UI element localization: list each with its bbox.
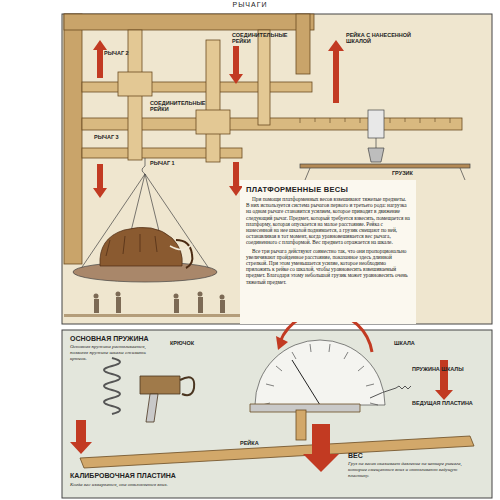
lever-rack xyxy=(80,404,474,468)
sliding-weight-part xyxy=(300,164,470,168)
part-label: СОЕДИНИТЕЛЬНЫЕ РЕЙКИ xyxy=(150,100,210,113)
scale-ticks-part xyxy=(360,118,361,123)
scale-ticks-part xyxy=(450,118,451,123)
dial-scale-part xyxy=(370,386,411,398)
mammoth-part xyxy=(170,244,192,250)
sliding-weight-part xyxy=(376,138,377,148)
connecting-rods-part xyxy=(196,110,230,134)
part-label: ГРУЗИК xyxy=(392,170,432,176)
force-arrows-part xyxy=(93,164,107,198)
scale-ticks-part xyxy=(390,118,391,123)
part-heading: КАЛИБРОВОЧНАЯ ПЛАСТИНА xyxy=(70,472,190,480)
mammoth xyxy=(100,227,193,268)
lever-bars-part xyxy=(82,82,312,92)
part-label: РЕЙКА xyxy=(240,440,280,446)
part-note: Основная пружина растягивается, позволяя… xyxy=(70,344,152,361)
hook-part xyxy=(146,394,158,422)
part-heading: ВЕС xyxy=(348,452,378,460)
onlookers-part xyxy=(64,314,240,317)
bottom-panel xyxy=(62,330,492,498)
onlookers-part xyxy=(94,294,99,299)
connecting-rods-part xyxy=(206,40,220,162)
part-label: ПРУЖИНА ШКАЛЫ xyxy=(412,366,482,372)
dial-scale-part xyxy=(262,344,378,405)
wood-frame-part xyxy=(296,14,310,74)
top-panel-part xyxy=(240,180,416,324)
bottom-panel-part xyxy=(62,330,492,498)
part-label: КРЮЧОК xyxy=(170,340,220,346)
force-arrows-bottom-part xyxy=(70,420,92,454)
force-arrows-part xyxy=(229,162,243,196)
part-label: ШКАЛА xyxy=(394,340,434,346)
onlookers-part xyxy=(220,300,225,313)
onlookers-part xyxy=(174,299,179,313)
force-arrows-part xyxy=(229,46,243,84)
mammoth-part xyxy=(106,234,157,256)
main-spring-part xyxy=(104,358,120,414)
part-label: РЫЧАГ 1 xyxy=(150,160,190,166)
part-label: ВЕДУЩАЯ ПЛАСТИНА xyxy=(412,400,482,406)
sliding-weight xyxy=(300,110,470,180)
force-arrows-bottom xyxy=(70,360,453,472)
onlookers-part xyxy=(198,292,203,297)
part-label: РЫЧАГ 2 xyxy=(104,50,144,56)
connecting-rods xyxy=(118,30,270,162)
lever-rack-part xyxy=(296,410,306,440)
scale-ticks-part xyxy=(300,118,301,123)
part-label: СОЕДИНИТЕЛЬНЫЕ РЕЙКИ xyxy=(232,32,292,45)
onlookers-part xyxy=(94,299,99,313)
onlookers-part xyxy=(116,292,121,297)
force-arrows-part xyxy=(93,40,107,78)
part-label: РЫЧАГ 3 xyxy=(94,134,134,140)
top-panel xyxy=(62,14,492,324)
mammoth-part xyxy=(176,240,192,268)
part-note: Груз на весах оказывает давление на четы… xyxy=(348,461,468,478)
hook xyxy=(140,376,194,422)
part-heading: ОСНОВНАЯ ПРУЖИНА xyxy=(70,335,160,343)
platform-hanger xyxy=(73,158,217,282)
onlookers-part xyxy=(116,297,121,313)
scale-ticks-part xyxy=(345,118,346,122)
wood-frame-part xyxy=(64,14,82,264)
scale-ticks-part xyxy=(330,118,331,123)
force-arrows-bottom-part xyxy=(303,424,339,472)
wood-frame-part xyxy=(64,14,314,30)
hook-part xyxy=(180,377,194,395)
page-title: РЫЧАГИ xyxy=(0,1,500,8)
scale-ticks-part xyxy=(405,118,406,122)
scale-ticks-part xyxy=(315,118,316,122)
panel-heading: ПЛАТФОРМЕННЫЕ ВЕСЫ xyxy=(246,185,410,194)
panel-body: При помощи платформенных весов взвешиваю… xyxy=(246,196,410,246)
dial-scale-part xyxy=(255,340,385,405)
panel-body: Все три рычага действуют совместно так, … xyxy=(246,248,410,285)
sliding-weight-part xyxy=(368,110,384,138)
part-note: Когда вес измеряется, она отклоняется вн… xyxy=(70,482,200,488)
main-spring xyxy=(104,358,120,414)
sliding-weight-part xyxy=(368,148,384,162)
platform-hanger-part xyxy=(142,158,145,174)
hook-part xyxy=(140,376,180,394)
force-arrows-part xyxy=(328,40,344,103)
onlookers xyxy=(64,292,240,318)
sliding-weight-part xyxy=(305,168,310,180)
dial-scale xyxy=(255,312,411,405)
scale-ticks-part xyxy=(420,118,421,123)
text-panel: ПЛАТФОРМЕННЫЕ ВЕСЫ При помощи платформенн… xyxy=(242,182,414,322)
onlookers-part xyxy=(220,295,225,300)
connecting-rods-part xyxy=(118,72,152,96)
sliding-weight-part xyxy=(460,168,465,180)
dial-scale-part xyxy=(276,336,288,350)
part-label: РЕЙКА С НАНЕСЕННОЙ ШКАЛОЙ xyxy=(346,32,416,45)
onlookers-part xyxy=(198,297,203,313)
force-arrows xyxy=(93,40,344,198)
onlookers-part xyxy=(174,294,179,299)
dial-scale-part xyxy=(292,360,320,405)
connecting-rods-part xyxy=(258,30,270,125)
top-panel-part xyxy=(62,14,492,324)
scale-ticks-part xyxy=(435,118,436,122)
